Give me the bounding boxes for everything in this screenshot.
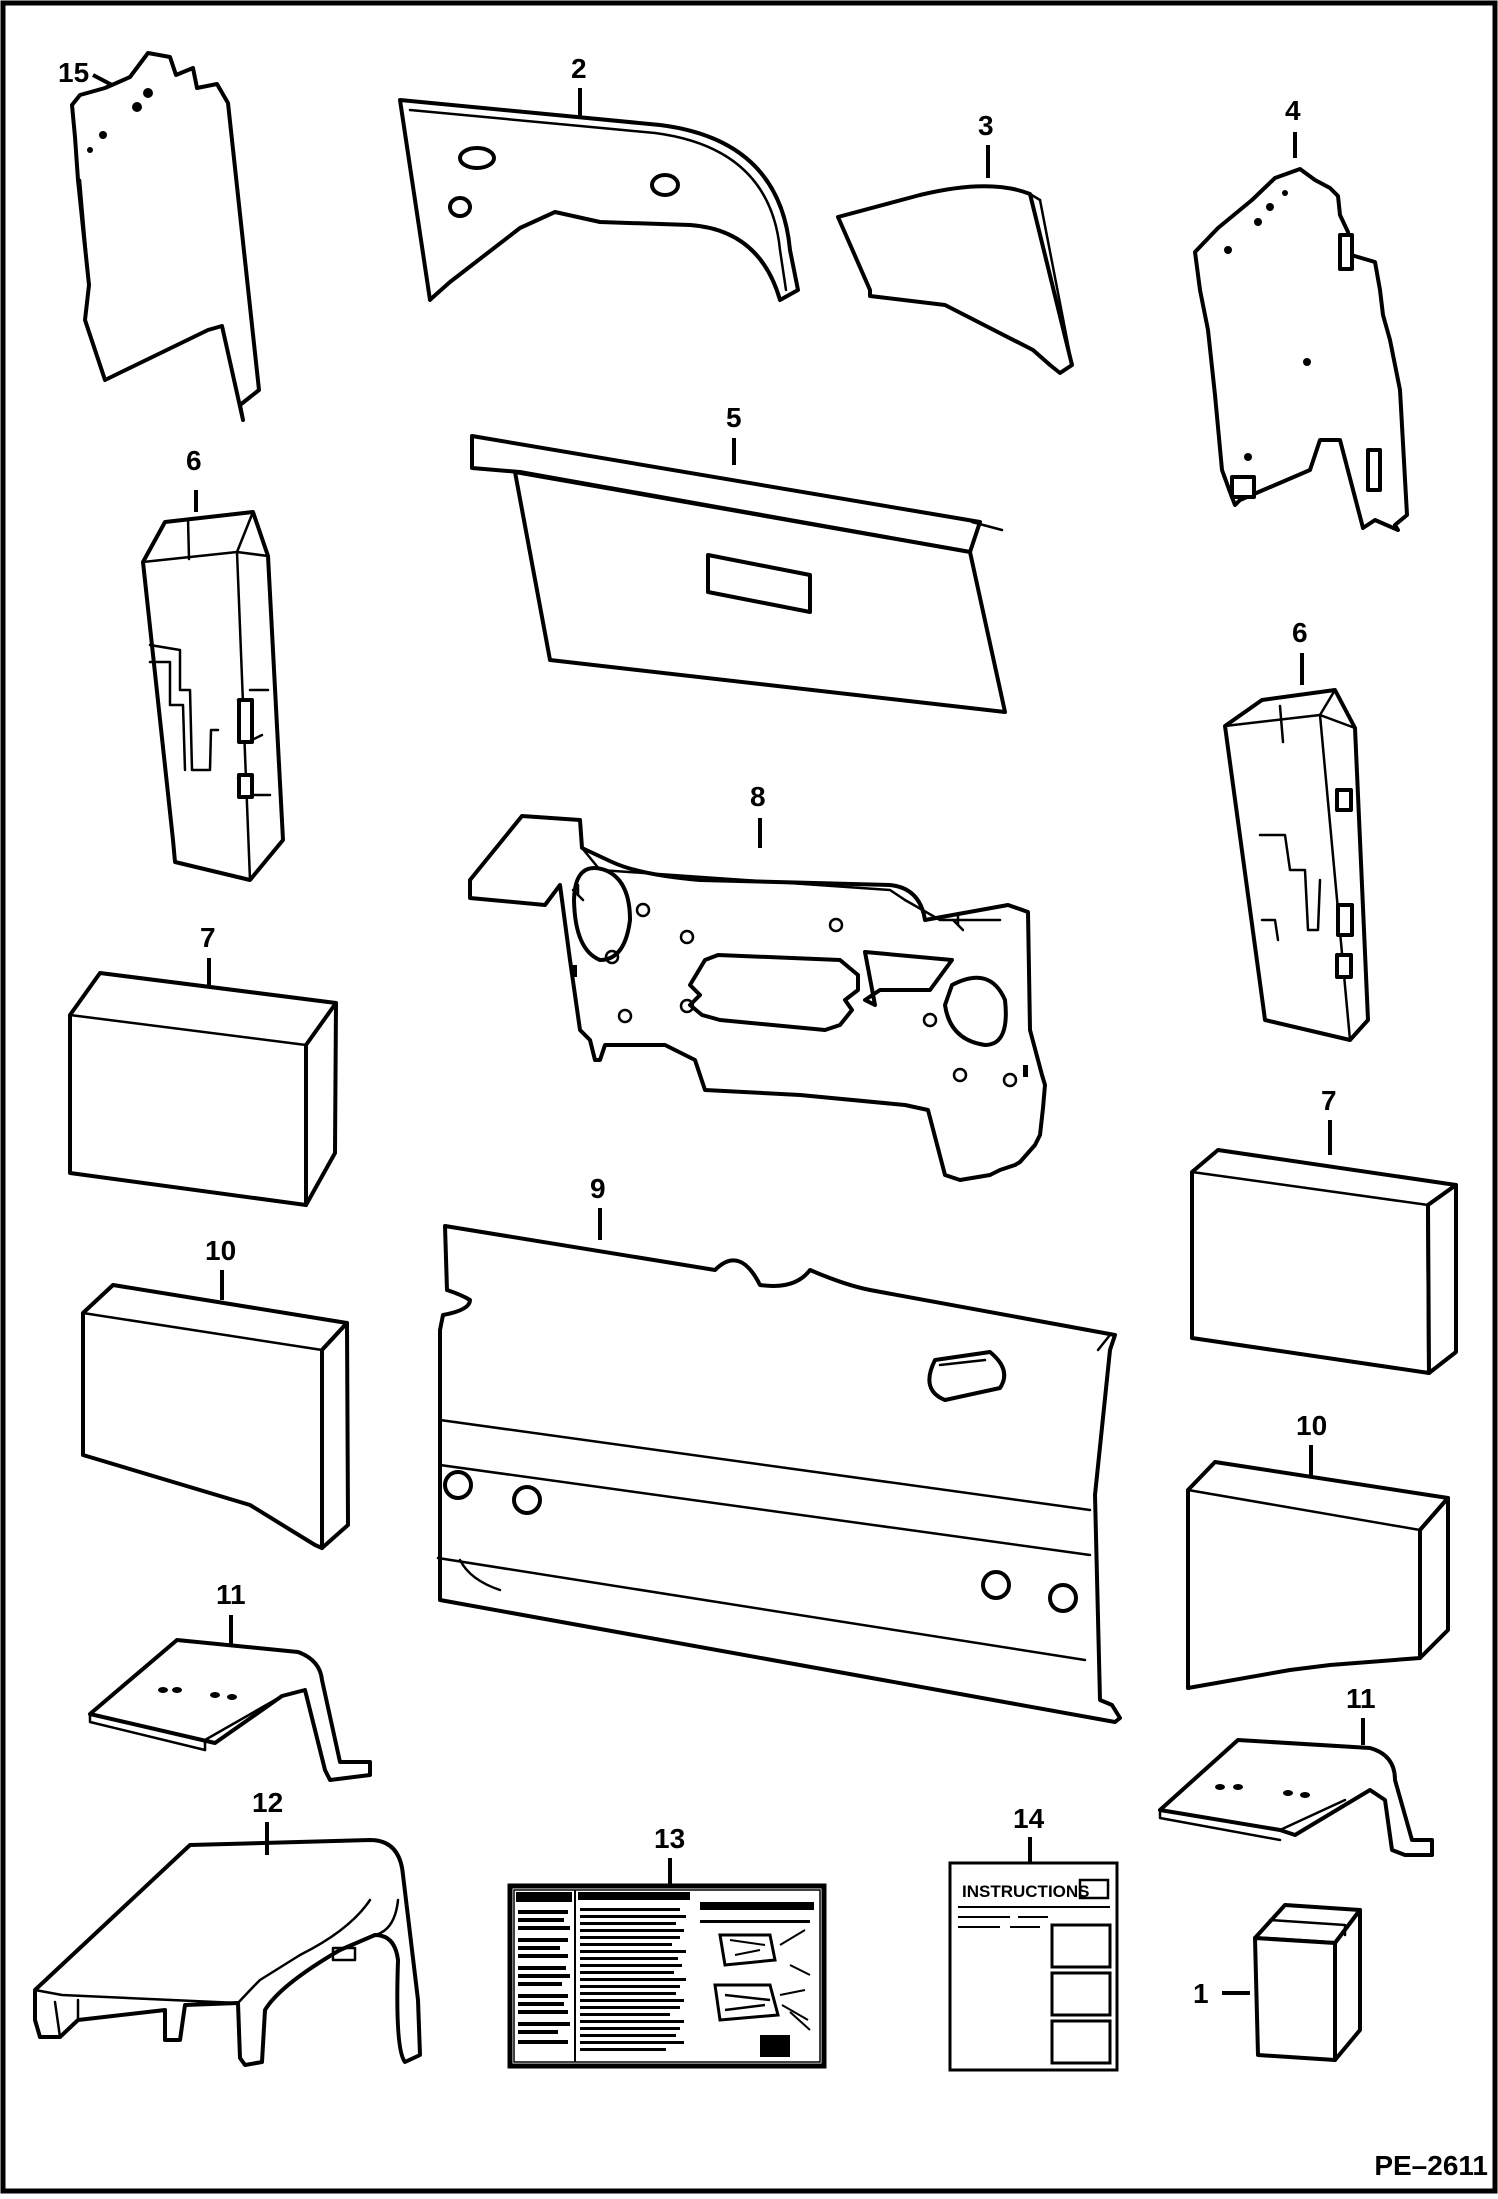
part-3-corner-foam [836,184,1074,375]
callout-3: 3 [978,110,994,141]
callout-numbers: 15 2 3 4 5 6 6 8 7 7 9 10 10 11 11 12 13… [58,53,1376,2009]
callout-6-right: 6 [1292,617,1308,648]
part-10-left-wedge [81,1283,350,1550]
part-13-decal [507,1883,827,2069]
part-14-side-foam [70,51,261,422]
callout-leaders [92,73,1365,1995]
part-10-right-wedge [1186,1460,1450,1690]
part-7-left-block [68,971,338,1207]
callout-11-right: 11 [1346,1683,1376,1714]
part-1-small-box [1253,1903,1362,2062]
callout-10-left: 10 [205,1235,236,1266]
callout-8: 8 [750,781,766,812]
callout-7-right: 7 [1321,1085,1337,1116]
part-6-left-block [141,510,285,882]
part-12-tunnel-cover [33,1838,422,2067]
callout-2: 2 [571,53,587,84]
part-5-panel-foam [470,434,1007,714]
figure-code: PE–2611 [1374,2150,1488,2181]
part-4-side-foam [1193,167,1409,532]
callout-10-right: 10 [1296,1410,1327,1441]
part-9-rear-panel [436,1224,1122,1724]
callout-7-left: 7 [200,922,216,953]
callout-6-left: 6 [186,445,202,476]
callout-9: 9 [590,1173,606,1204]
part-15-instruction-sheet: INSTRUCTIONS [948,1861,1119,2072]
callout-1: 1 [1193,1978,1209,2009]
part-11-right-bracket [1158,1738,1434,1857]
callout-4: 4 [1285,95,1301,126]
callout-14: 15 [58,57,89,88]
part-8-frame-plate [468,814,1047,1182]
instructions-title: INSTRUCTIONS [962,1882,1090,1901]
part-2-curved-foam [398,98,800,302]
callout-5: 5 [726,402,742,433]
callout-11-left: 11 [216,1579,246,1610]
part-11-left-bracket [88,1638,372,1782]
part-7-right-block [1190,1148,1458,1375]
callout-13: 13 [654,1823,685,1854]
part-6-right-block [1223,688,1370,1042]
callout-12: 12 [252,1787,283,1818]
callout-15: 14 [1013,1803,1045,1834]
